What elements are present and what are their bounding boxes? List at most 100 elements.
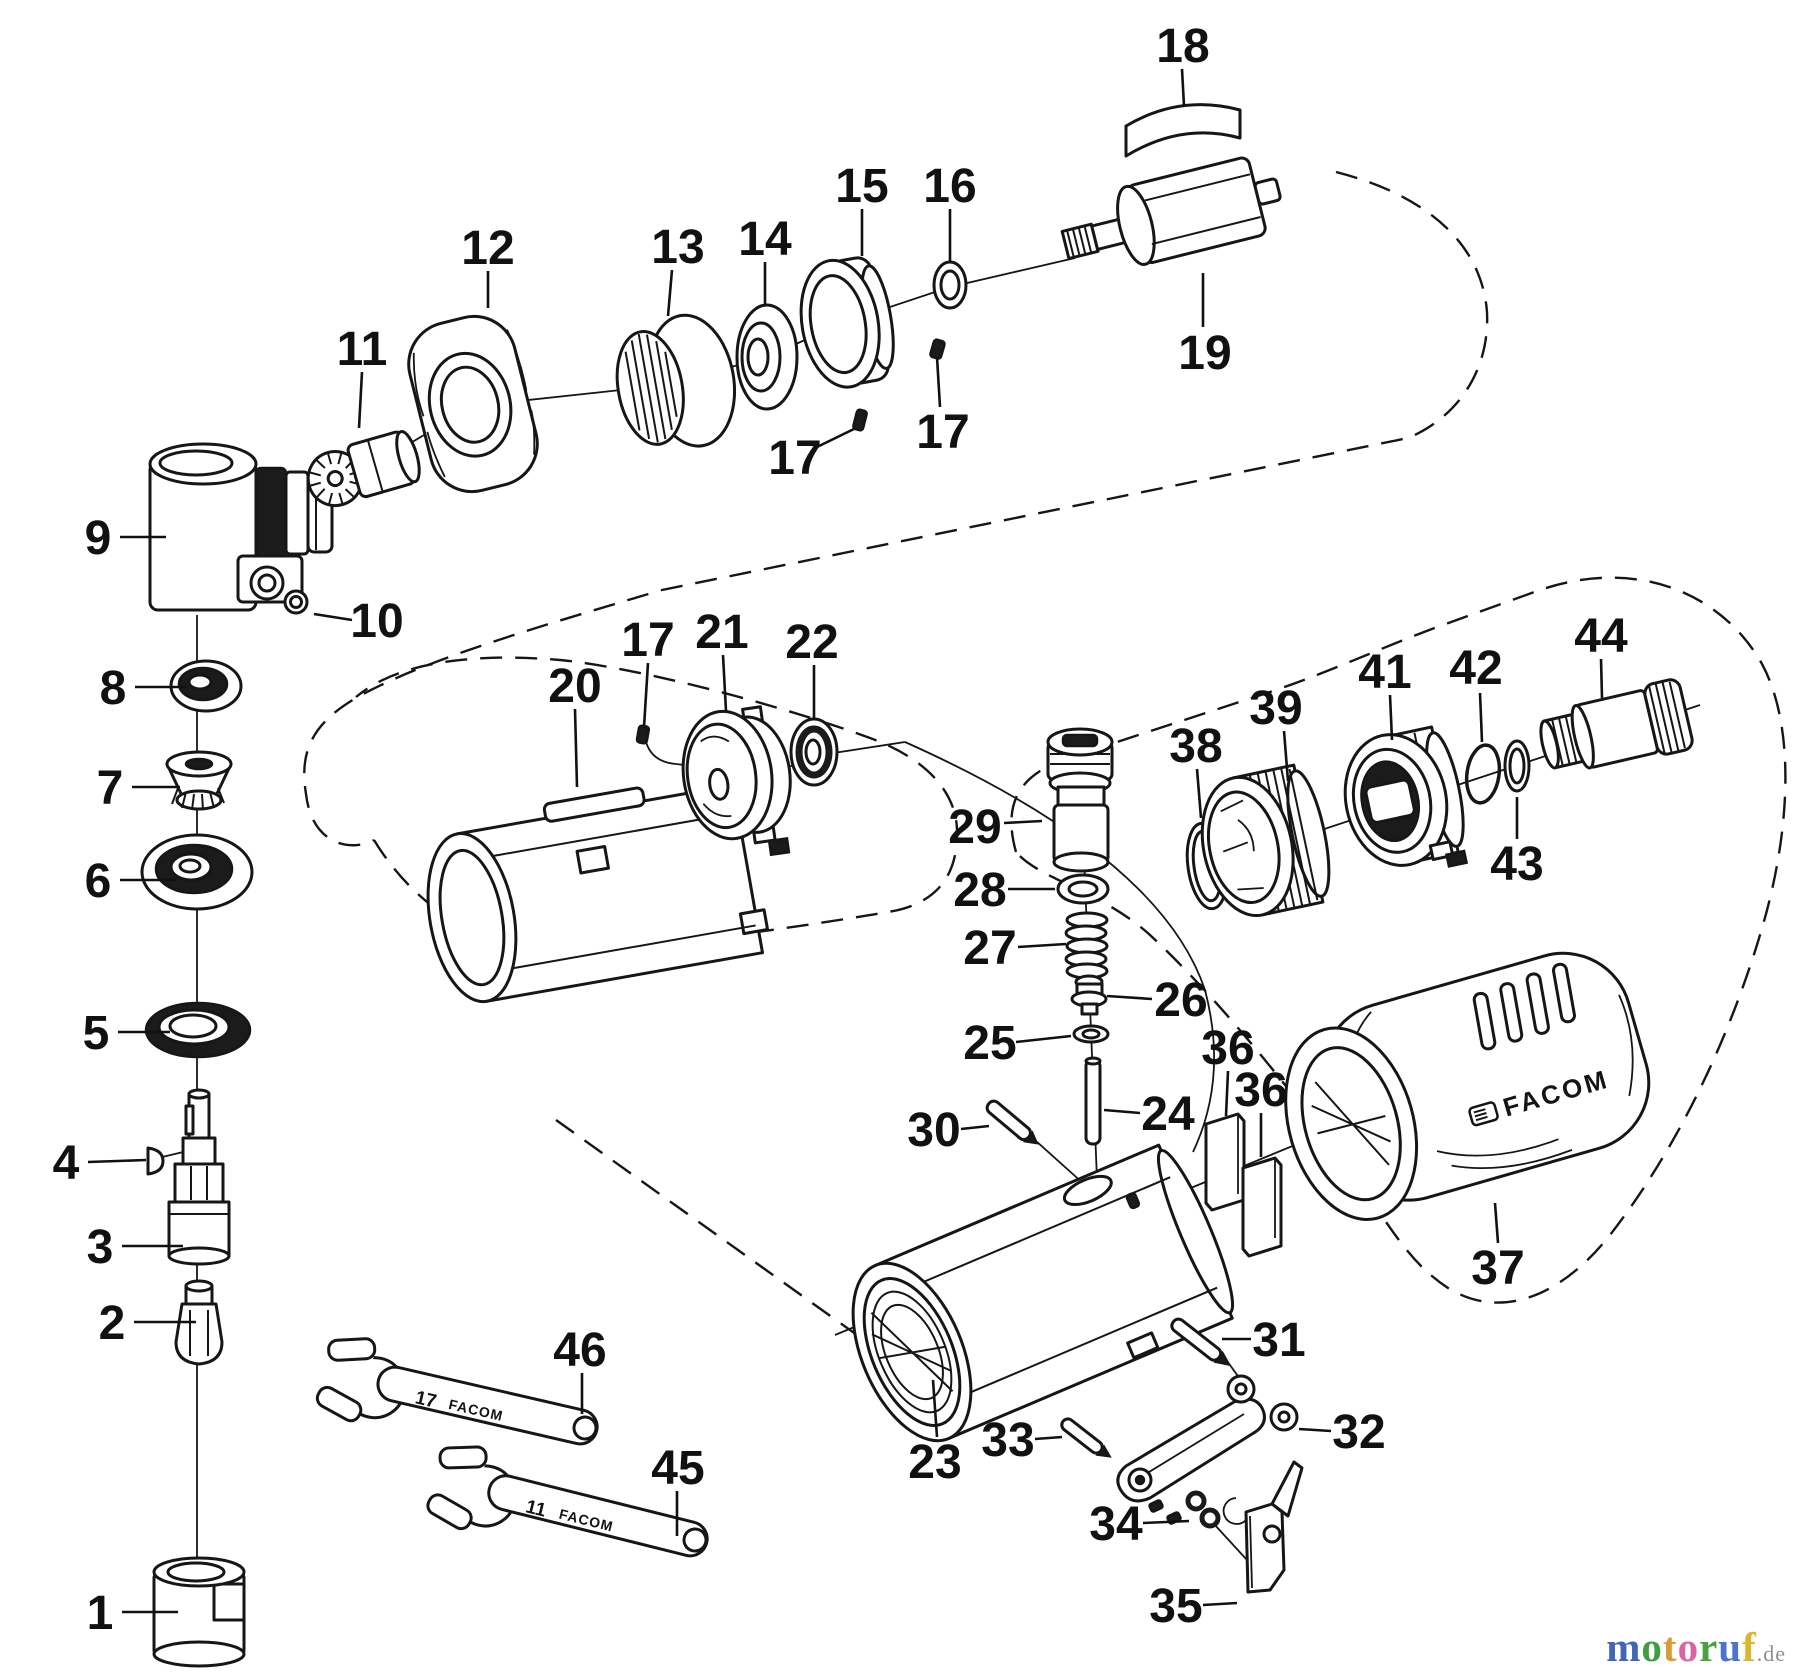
part-4-key (146, 1146, 165, 1176)
part-number-label: 20 (548, 660, 601, 713)
part-31-pin (1170, 1317, 1232, 1367)
part-number-label: 15 (835, 160, 888, 213)
part-number-label: 31 (1252, 1314, 1305, 1367)
leader-line-part-30 (960, 1124, 990, 1131)
leader-line-part-39 (1282, 730, 1290, 782)
part-number-label: 8 (100, 662, 127, 715)
part-number-label: 7 (97, 762, 124, 815)
part-number-label: 19 (1178, 327, 1231, 380)
part-39-rear-cap (1200, 763, 1331, 918)
part-37-outer-housing: FACOM (1284, 951, 1651, 1221)
leader-line-part-37 (1493, 1202, 1500, 1244)
part-29-regulator-knob (1046, 727, 1114, 873)
wrench-11mm: 11 FACOM (426, 1445, 709, 1558)
part-2-collet (174, 1279, 224, 1366)
part-number-label: 4 (53, 1137, 80, 1190)
part-number-label: 11 (337, 323, 388, 376)
part-number-label: 2 (99, 1297, 126, 1350)
leader-line-part-35 (1202, 1601, 1238, 1607)
part-number-label: 35 (1149, 1580, 1202, 1633)
part-number-label: 26 (1154, 974, 1207, 1027)
part-42-snap-ring (1464, 743, 1502, 805)
part-11-pinion-gear (306, 430, 421, 508)
leader-line-part-38 (1195, 768, 1203, 819)
part-35-throttle-block (1244, 1460, 1304, 1594)
leader-line-part-29 (1003, 819, 1043, 825)
part-5-seal-ring (144, 1001, 252, 1059)
part-number-label: 10 (350, 595, 403, 648)
part-number-label: 17 (916, 406, 969, 459)
leader-line-part-41 (1388, 694, 1394, 741)
leader-line-part-44 (1599, 658, 1604, 699)
leader-line-part-21 (721, 654, 728, 712)
leader-line-part-23 (931, 1379, 939, 1438)
watermark-letter: f (1742, 1624, 1757, 1670)
leader-line-part-10 (313, 612, 353, 622)
part-number-label: 33 (981, 1414, 1034, 1467)
part-24-valve-stem (1084, 1056, 1102, 1146)
leader-line-part-42 (1478, 692, 1484, 743)
part-21-end-plate (681, 705, 792, 857)
part-number-label: 3 (87, 1221, 114, 1274)
part-18-rotor-vane (1124, 103, 1242, 158)
watermark-letter: o (1677, 1624, 1700, 1670)
part-34-detent-set (1185, 1490, 1247, 1529)
part-number-label: 44 (1574, 610, 1628, 663)
part-number-label: 28 (953, 864, 1006, 917)
leader-line-part-33 (1034, 1435, 1063, 1441)
part-number-label: 24 (1141, 1088, 1195, 1141)
part-9-angle-head (148, 442, 334, 612)
part-1-collet-nut (152, 1556, 246, 1668)
watermark-letter: r (1699, 1624, 1719, 1670)
part-44-air-inlet-bushing (1539, 678, 1694, 770)
part-14-bearing (735, 303, 799, 411)
part-33-pin (1060, 1417, 1112, 1458)
watermark-letter: m (1606, 1624, 1642, 1670)
watermark-letter: t (1662, 1624, 1678, 1670)
part-32-trigger-lever (1116, 1374, 1299, 1525)
part-19-rotor (1060, 156, 1282, 266)
part-number-label: 25 (963, 1017, 1016, 1070)
part-number-label: 5 (83, 1007, 110, 1060)
leader-line-part-17 (642, 662, 650, 728)
part-36-vane-blocks (1204, 1112, 1283, 1258)
part-27-spring (1064, 911, 1109, 980)
part-number-label: 34 (1089, 1498, 1143, 1551)
part-number-label: 30 (907, 1104, 960, 1157)
part-17-pin (635, 338, 946, 745)
part-number-label: 21 (695, 606, 748, 659)
leader-line-part-4 (87, 1158, 147, 1164)
part-3-spindle (167, 1088, 231, 1266)
part-number-label: 37 (1471, 1242, 1524, 1295)
part-number-label: 14 (738, 213, 792, 266)
part-number-label: 42 (1449, 642, 1502, 695)
leader-line-part-20 (573, 708, 579, 788)
part-number-label: 16 (923, 160, 976, 213)
part-number-label: 12 (461, 222, 514, 275)
leader-line-part-13 (666, 269, 674, 317)
watermark-letter: o (1641, 1624, 1663, 1670)
leader-line-part-27 (1017, 942, 1067, 949)
part-41-ring-nut (1343, 725, 1469, 868)
part-15-front-cap (799, 256, 895, 389)
leader-line-part-32 (1298, 1427, 1332, 1433)
part-number-label: 9 (85, 512, 112, 565)
leader-line-part-17 (816, 426, 857, 449)
part-26-valve (1070, 974, 1108, 1016)
wrench-17-size-stamp: 17 (413, 1387, 438, 1412)
part-30-pin (985, 1099, 1039, 1145)
watermark-letter: u (1718, 1624, 1743, 1670)
part-6-bearing (140, 833, 254, 911)
part-number-label: 13 (651, 221, 704, 274)
part-number-label: 32 (1332, 1406, 1385, 1459)
leader-line-part-25 (1015, 1034, 1072, 1044)
leader-line-part-26 (1106, 994, 1153, 1001)
part-7-bevel-gear (165, 750, 233, 811)
part-number-label: 23 (908, 1436, 961, 1489)
part-13-knurled-ring (615, 313, 737, 448)
part-number-label: 41 (1358, 646, 1411, 699)
wrench-17mm: 17 FACOM (315, 1337, 599, 1446)
part-number-label: 36 (1234, 1064, 1287, 1117)
leader-line-part-34 (1142, 1519, 1190, 1525)
leader-line-part-18 (1180, 68, 1186, 107)
